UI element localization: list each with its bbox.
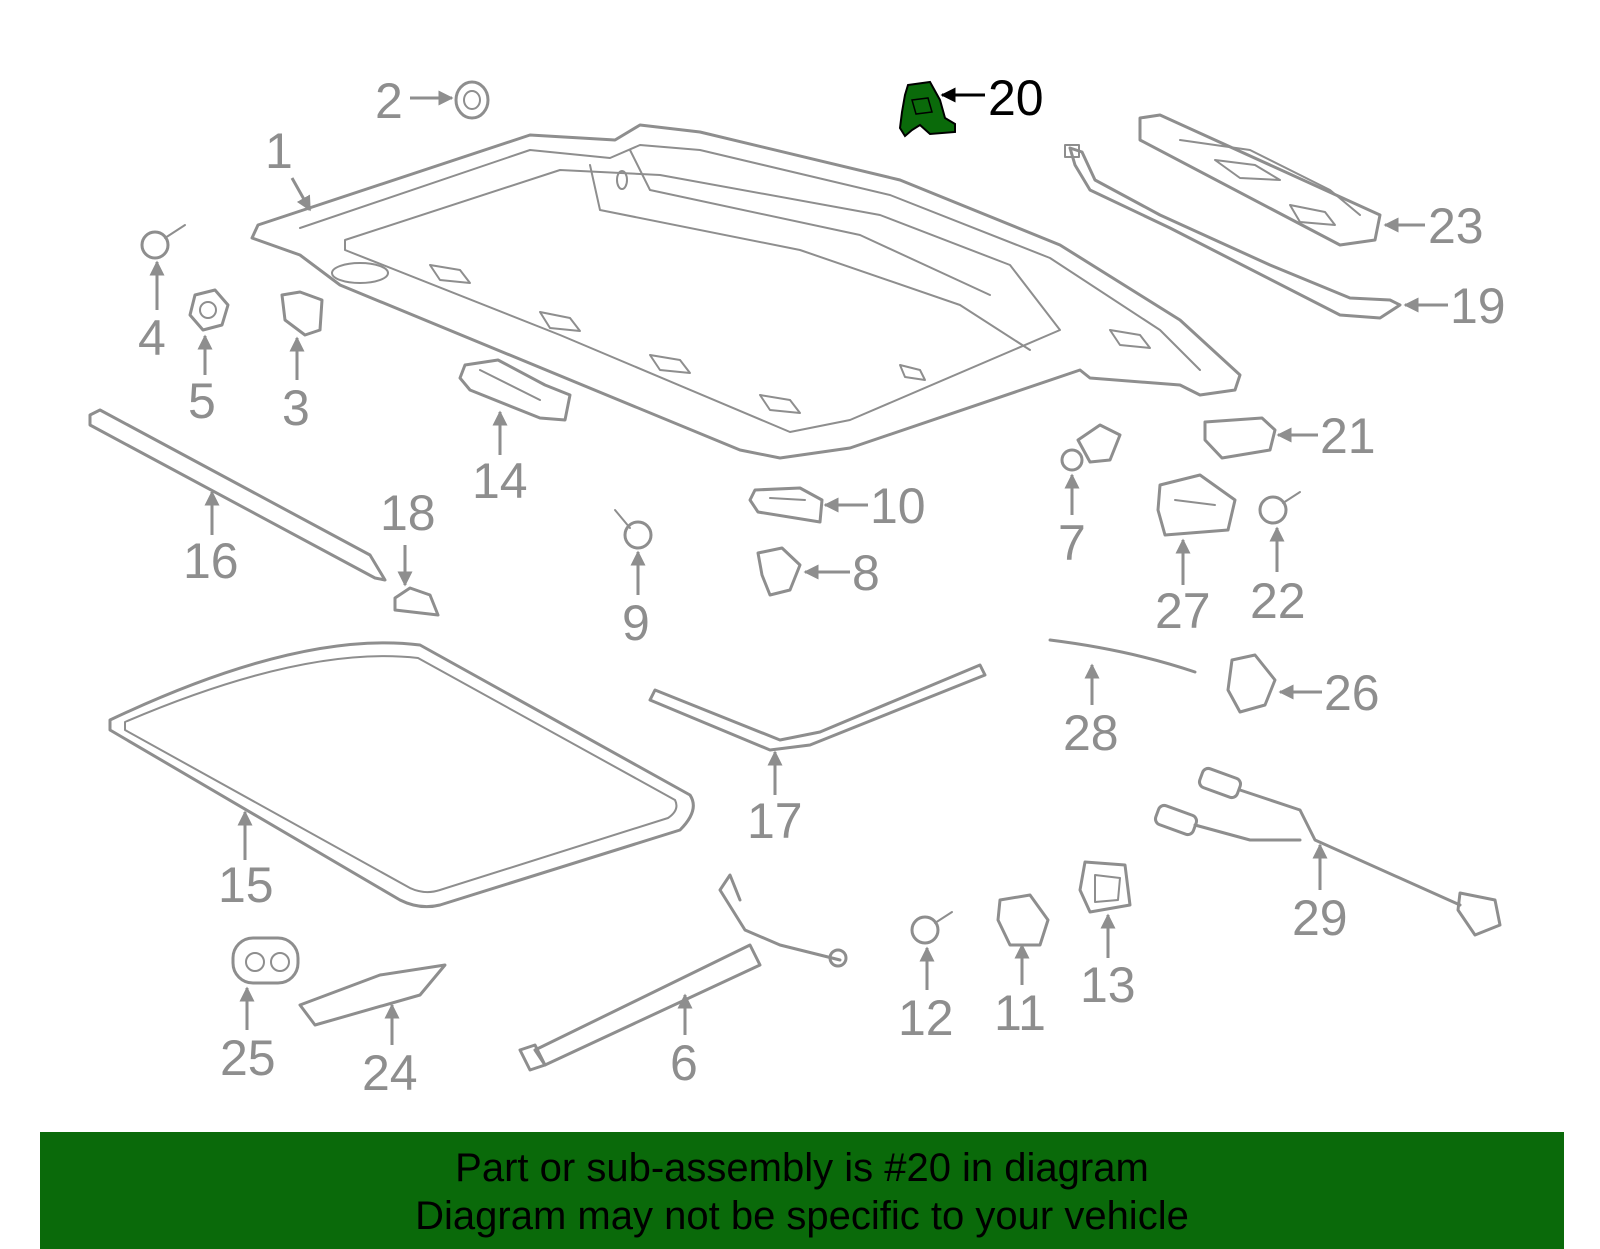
callout-13: 13	[1080, 913, 1136, 1013]
svg-text:11: 11	[994, 985, 1046, 1041]
part-4-screw	[140, 224, 186, 260]
part-8-clip	[756, 546, 802, 597]
svg-text:25: 25	[220, 1030, 276, 1086]
callout-1: 1	[265, 123, 312, 212]
callout-22: 22	[1250, 526, 1306, 629]
info-banner: Part or sub-assembly is #20 in diagram D…	[40, 1132, 1564, 1249]
part-25-grommet	[231, 936, 300, 985]
svg-text:12: 12	[898, 990, 954, 1046]
part-16-molding	[88, 408, 387, 582]
callout-8: 8	[803, 545, 880, 601]
callout-29: 29	[1292, 843, 1348, 946]
part-15-seal	[108, 641, 695, 909]
svg-text:9: 9	[622, 595, 650, 651]
part-27-bracket	[1156, 473, 1237, 537]
banner-line-part: Part or sub-assembly is #20 in diagram	[455, 1146, 1149, 1190]
part-13-retainer	[1078, 860, 1132, 914]
svg-text:18: 18	[380, 485, 436, 541]
part-3-clip	[280, 290, 324, 337]
svg-text:21: 21	[1320, 408, 1376, 464]
callout-19: 19	[1403, 278, 1506, 334]
callout-4: 4	[138, 260, 166, 366]
part-21-cover	[1203, 416, 1277, 460]
callout-6: 6	[670, 993, 698, 1091]
svg-text:3: 3	[282, 380, 310, 436]
svg-text:29: 29	[1292, 890, 1348, 946]
svg-text:28: 28	[1063, 705, 1119, 761]
part-11-cap	[996, 893, 1050, 947]
svg-text:20: 20	[988, 70, 1044, 126]
part-20-bracket-highlighted	[898, 80, 956, 138]
callout-21: 21	[1276, 408, 1376, 464]
callout-10: 10	[823, 478, 926, 534]
callout-5: 5	[188, 334, 216, 429]
svg-text:22: 22	[1250, 573, 1306, 629]
part-5-nut	[188, 288, 230, 332]
callout-27: 27	[1155, 538, 1211, 639]
callout-28: 28	[1063, 663, 1119, 761]
svg-text:16: 16	[183, 533, 239, 589]
svg-text:23: 23	[1428, 198, 1484, 254]
part-23-trim	[1138, 113, 1382, 247]
callout-11: 11	[994, 943, 1046, 1041]
callout-25: 25	[220, 986, 276, 1086]
part-6-strut	[518, 873, 848, 1072]
svg-text:24: 24	[362, 1045, 418, 1101]
callout-7: 7	[1058, 473, 1086, 571]
svg-text:13: 13	[1080, 957, 1136, 1013]
svg-text:2: 2	[375, 73, 403, 129]
callout-23: 23	[1383, 198, 1484, 254]
callout-26: 26	[1278, 665, 1380, 721]
callout-20: 20	[940, 70, 1044, 126]
svg-text:8: 8	[852, 545, 880, 601]
callout-24: 24	[362, 1003, 418, 1101]
callout-18: 18	[380, 485, 436, 587]
svg-text:1: 1	[265, 123, 293, 179]
svg-text:10: 10	[870, 478, 926, 534]
part-18-clip	[393, 586, 440, 617]
part-1-headliner	[250, 123, 1242, 460]
part-10-bracket	[748, 486, 824, 524]
svg-text:14: 14	[472, 453, 528, 509]
part-14-handle	[458, 358, 572, 422]
callout-9: 9	[622, 550, 650, 651]
svg-text:5: 5	[188, 373, 216, 429]
svg-text:17: 17	[747, 793, 803, 849]
part-2-plug	[454, 80, 490, 120]
callout-15: 15	[218, 810, 274, 913]
svg-text:7: 7	[1058, 515, 1086, 571]
svg-text:15: 15	[218, 857, 274, 913]
part-9-screw	[614, 509, 653, 550]
part-28-hose	[1048, 638, 1197, 674]
banner-line-disclaimer: Diagram may not be specific to your vehi…	[415, 1194, 1189, 1238]
callout-14: 14	[472, 410, 528, 509]
part-19-strip	[1064, 144, 1402, 320]
part-12-screw	[910, 911, 953, 945]
part-7-pin	[1060, 423, 1122, 472]
callout-2: 2	[375, 73, 454, 129]
callout-12: 12	[898, 946, 954, 1046]
part-24-bracket	[298, 963, 447, 1027]
svg-text:19: 19	[1450, 278, 1506, 334]
svg-text:27: 27	[1155, 583, 1211, 639]
part-22-screw	[1258, 491, 1301, 525]
svg-text:26: 26	[1324, 665, 1380, 721]
callout-17: 17	[747, 750, 803, 849]
svg-text:4: 4	[138, 310, 166, 366]
callout-16: 16	[183, 490, 239, 589]
svg-text:6: 6	[670, 1035, 698, 1091]
part-17-molding	[648, 663, 987, 752]
part-29-harness	[1153, 766, 1502, 937]
callout-3: 3	[282, 336, 310, 436]
part-26-bracket	[1226, 653, 1277, 714]
